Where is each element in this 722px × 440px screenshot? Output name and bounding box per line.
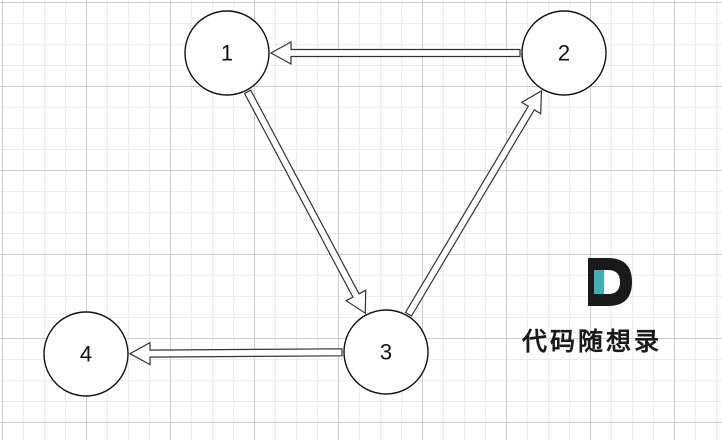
node-2-label: 2 — [558, 41, 570, 66]
watermark-text: 代码随想录 — [522, 327, 663, 356]
node-4-label: 4 — [80, 342, 92, 367]
watermark: 代码随想录 — [522, 256, 722, 356]
edges-layer — [128, 40, 543, 366]
node-2: 2 — [521, 10, 607, 96]
node-1-label: 1 — [221, 41, 233, 66]
node-3-circle — [343, 309, 429, 395]
node-4-circle — [43, 311, 129, 397]
node-4: 4 — [43, 311, 129, 397]
node-1: 1 — [184, 10, 270, 96]
logo-d-icon — [588, 258, 632, 306]
edge-2-to-1-arrow — [269, 40, 521, 66]
node-1-circle — [184, 10, 270, 96]
edge-3-to-4-arrow — [128, 341, 343, 366]
edge-1-to-3-arrow — [243, 89, 367, 315]
node-3: 3 — [343, 309, 429, 395]
node-2-circle — [521, 10, 607, 96]
node-3-label: 3 — [380, 340, 392, 365]
nodes-layer: 1 2 3 4 — [43, 10, 607, 397]
edge-3-to-2-arrow — [404, 89, 543, 317]
